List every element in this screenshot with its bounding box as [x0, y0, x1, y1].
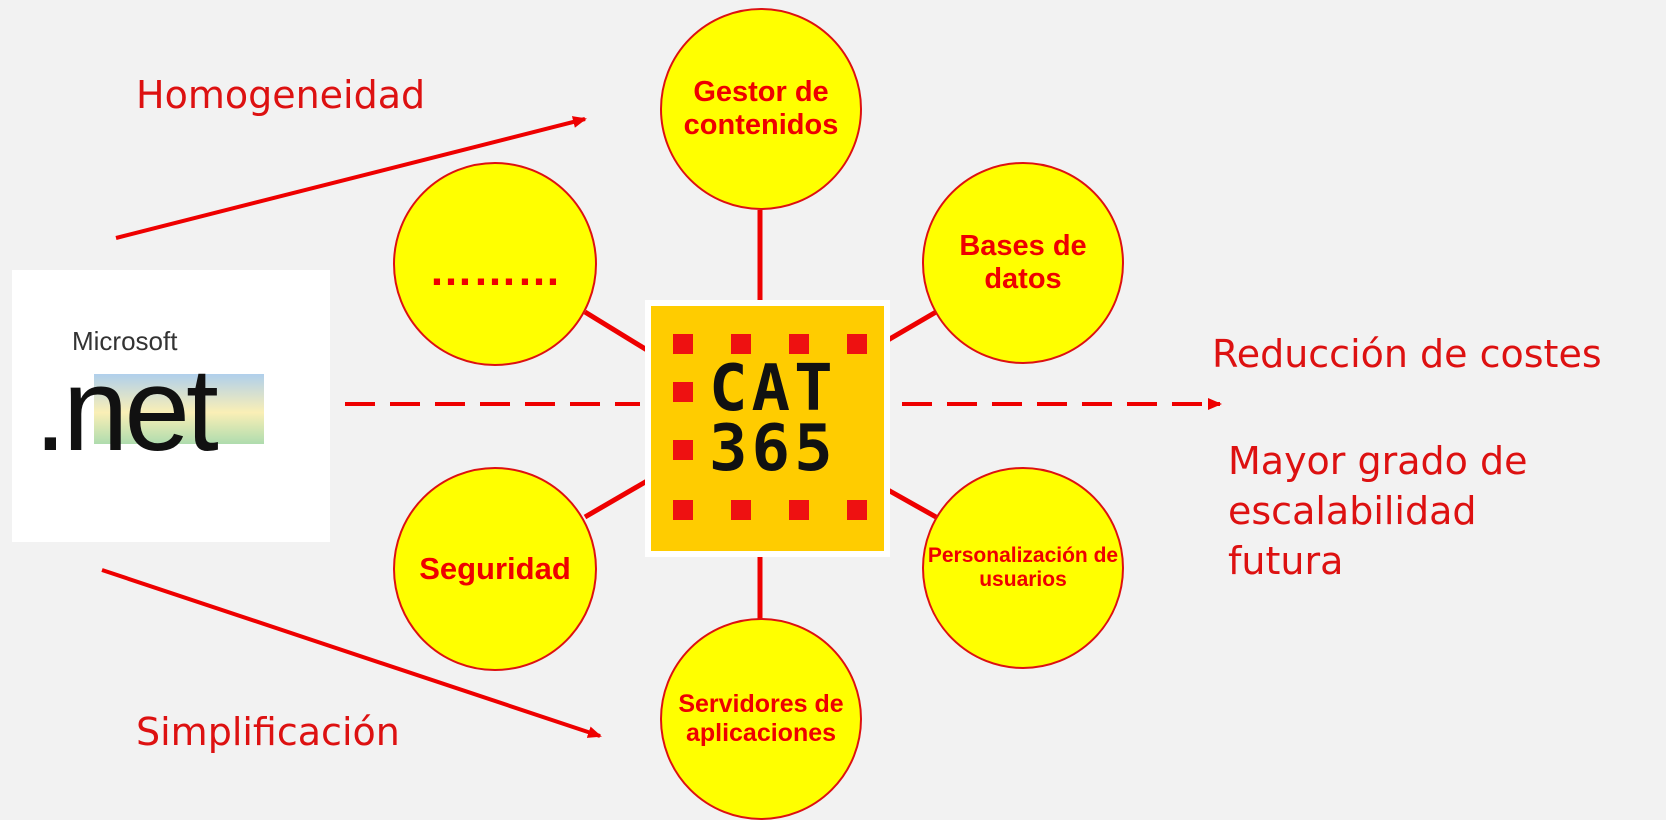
label-simplification: Simplificación [136, 710, 400, 754]
node-content-manager-label: Gestor de contenidos [683, 76, 839, 141]
node-databases: Bases de datos [922, 162, 1124, 364]
cat365-line2: 365 [709, 412, 837, 486]
label-scalability: Mayor grado de escalabilidad futura [1228, 439, 1528, 583]
arrow-simplification [101, 568, 602, 738]
cat365-graphic: CAT 365 [673, 334, 867, 520]
arrow-homogeneity [115, 116, 587, 240]
spoke-lower-right [886, 487, 938, 520]
spoke-lower-left [583, 478, 649, 520]
label-homogeneity: Homogeneidad [136, 73, 426, 117]
node-user-personalization-label: Personalización de usuarios [927, 544, 1119, 591]
ms-product-text: .net [34, 344, 218, 476]
spoke-upper-right [886, 309, 938, 343]
node-security: Seguridad [393, 467, 597, 671]
node-databases-label: Bases de datos [959, 230, 1087, 295]
cat365-logo: CAT 365 [645, 300, 890, 557]
cat365-badge: CAT 365 [651, 306, 884, 551]
node-content-manager: Gestor de contenidos [660, 8, 862, 210]
spoke-upper-left [583, 309, 649, 353]
microsoft-net-logo: Microsoft .net [12, 270, 330, 542]
node-app-servers-label: Servidores de aplicaciones [678, 690, 844, 747]
net-logo-graphic: Microsoft .net [34, 326, 264, 476]
ms-brand-text: Microsoft [72, 326, 178, 356]
node-app-servers: Servidores de aplicaciones [660, 618, 862, 820]
node-user-personalization: Personalización de usuarios [922, 467, 1124, 669]
cat365-line1: CAT [709, 352, 837, 426]
node-security-label: Seguridad [419, 551, 571, 586]
label-cost-reduction: Reducción de costes [1212, 332, 1602, 376]
node-more-label: ……… [429, 246, 561, 295]
node-more: ……… [393, 162, 597, 366]
cat365-squares [673, 334, 867, 520]
